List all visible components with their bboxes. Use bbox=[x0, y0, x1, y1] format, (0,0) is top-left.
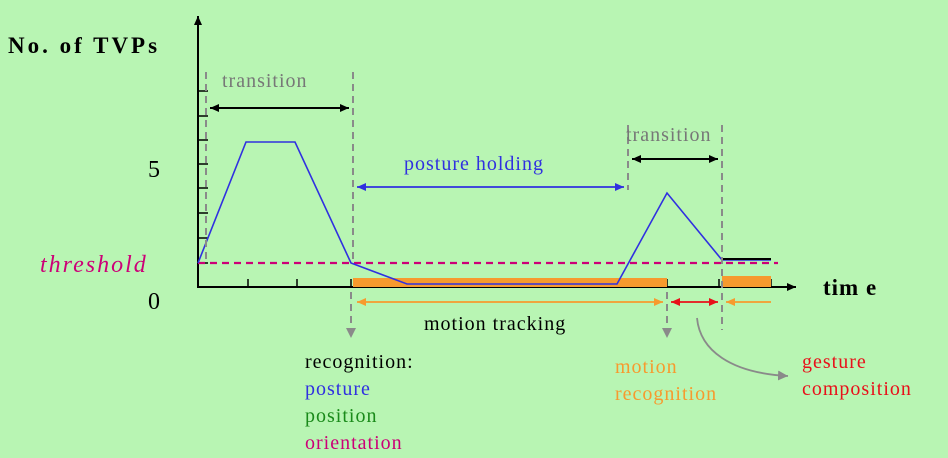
y-axis-label: No. of TVPs bbox=[8, 33, 161, 58]
gesture-tracking-bar bbox=[722, 276, 771, 287]
transition-1-label: transition bbox=[222, 70, 308, 92]
gesture-composition-arrow bbox=[696, 317, 789, 381]
gesture-composition-line-1: gesture bbox=[802, 351, 867, 373]
phase-guides bbox=[205, 72, 723, 330]
tvp-curve bbox=[197, 141, 771, 285]
threshold-label: threshold bbox=[40, 252, 148, 278]
posture-holding-label: posture holding bbox=[404, 153, 544, 175]
y-axis bbox=[194, 16, 208, 288]
motion-tracking-label: motion tracking bbox=[424, 313, 567, 335]
recognition-heading: recognition: bbox=[305, 351, 414, 373]
recognition-item-orientation: orientation bbox=[305, 432, 403, 454]
transition-2-label: transition bbox=[626, 124, 712, 146]
x-axis-label: tim e bbox=[823, 275, 878, 300]
recognition-item-posture: posture bbox=[305, 378, 371, 400]
y-axis-ticks bbox=[198, 90, 208, 264]
motion-recognition-line-1: motion bbox=[615, 356, 678, 378]
motion-recognition-line-2: recognition bbox=[615, 383, 718, 405]
gesture-composition-line-2: composition bbox=[802, 378, 912, 400]
motion-tracking-bar bbox=[353, 278, 667, 287]
recognition-item-position: position bbox=[305, 405, 378, 427]
y-tick-5: 5 bbox=[148, 157, 160, 183]
y-tick-0: 0 bbox=[148, 289, 160, 315]
